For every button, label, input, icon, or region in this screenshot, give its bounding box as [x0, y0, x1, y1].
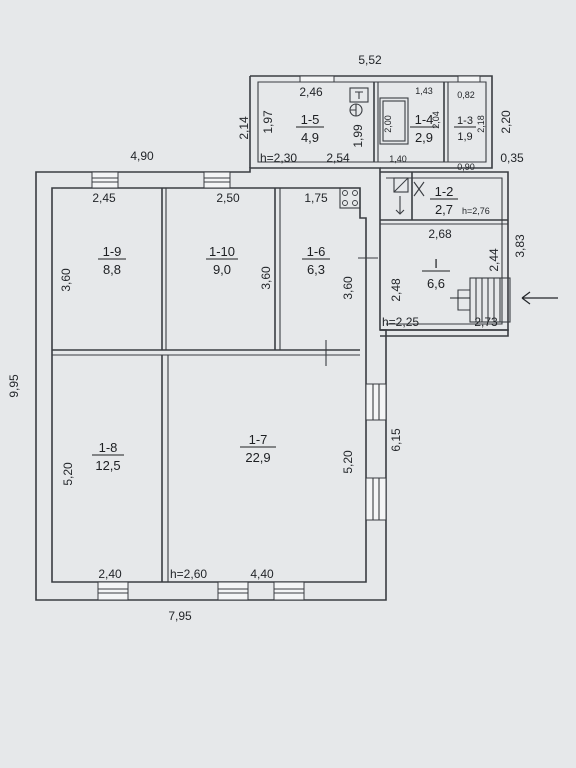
dim-3-60-b: 3,60 — [259, 266, 273, 290]
dim-9-95: 9,95 — [7, 374, 21, 398]
annex-walls — [249, 75, 493, 169]
room-area-I: 6,6 — [427, 276, 445, 291]
entrance-arrow-icon — [521, 291, 558, 305]
dim-7-95: 7,95 — [168, 609, 192, 623]
room-id-1-3: 1-3 — [457, 115, 473, 127]
dim-3-83: 3,83 — [513, 234, 527, 258]
room-id-I: I — [434, 256, 438, 271]
room-area-1-8: 12,5 — [95, 458, 120, 473]
room-area-1-4: 2,9 — [415, 130, 433, 145]
dim-3-60-a: 3,60 — [59, 268, 73, 292]
door-arrow-icon — [395, 196, 405, 215]
dim-2-46: 2,46 — [299, 85, 323, 99]
dim-6-15: 6,15 — [389, 428, 403, 452]
dim-4-40: 4,40 — [250, 567, 274, 581]
room-id-1-5: 1-5 — [301, 112, 320, 127]
dim-2-14: 2,14 — [237, 116, 251, 140]
dim-1-75: 1,75 — [304, 191, 328, 205]
room-id-1-10: 1-10 — [209, 244, 235, 259]
room-id-1-9: 1-9 — [103, 244, 122, 259]
dim-1-40: 1,40 — [389, 154, 407, 164]
dim-2-04: 2,04 — [431, 111, 441, 129]
room-labels: 1-9 8,8 1-10 9,0 1-6 6,3 1-8 12,5 1-7 22… — [92, 112, 476, 473]
dim-1-97: 1,97 — [261, 110, 275, 134]
dim-0-82: 0,82 — [457, 90, 475, 100]
sink-icon — [349, 87, 369, 103]
vent-icon — [413, 181, 425, 197]
room-area-1-6: 6,3 — [307, 262, 325, 277]
room-id-1-7: 1-7 — [249, 432, 268, 447]
gas-meter-icon — [393, 177, 409, 193]
room-area-1-2: 2,7 — [435, 202, 453, 217]
room-id-1-6: 1-6 — [307, 244, 326, 259]
veranda-walls — [380, 171, 558, 337]
room-area-1-10: 9,0 — [213, 262, 231, 277]
dim-2-48: 2,48 — [389, 278, 403, 302]
dim-2-54: 2,54 — [326, 151, 350, 165]
dim-2-00: 2,00 — [383, 115, 393, 133]
dim-5-20-b: 5,20 — [341, 450, 355, 474]
dim-h-2-76: h=2,76 — [462, 206, 490, 216]
windows — [91, 75, 481, 601]
dim-5-20-a: 5,20 — [61, 462, 75, 486]
dim-2-68: 2,68 — [428, 227, 452, 241]
dim-2-20: 2,20 — [499, 110, 513, 134]
dim-4-90: 4,90 — [130, 149, 154, 163]
dim-h-2-30: h=2,30 — [260, 151, 297, 165]
stove-icon — [339, 187, 361, 209]
entrance-stairs — [457, 277, 511, 323]
room-id-1-2: 1-2 — [435, 184, 454, 199]
dim-2-40: 2,40 — [98, 567, 122, 581]
room-area-1-3: 1,9 — [457, 131, 472, 143]
dim-2-44: 2,44 — [487, 248, 501, 272]
dim-5-52: 5,52 — [358, 53, 382, 67]
dim-2-45: 2,45 — [92, 191, 116, 205]
room-area-1-5: 4,9 — [301, 130, 319, 145]
main-house-walls — [35, 167, 387, 601]
dim-1-43: 1,43 — [415, 86, 433, 96]
dim-0-90: 0,90 — [457, 162, 475, 172]
dim-3-60-c: 3,60 — [341, 276, 355, 300]
room-id-1-4: 1-4 — [415, 112, 434, 127]
room-area-1-9: 8,8 — [103, 262, 121, 277]
dim-h-2-60: h=2,60 — [170, 567, 207, 581]
dim-1-99: 1,99 — [351, 124, 365, 148]
dim-2-73: 2,73 — [474, 315, 498, 329]
dim-2-18: 2,18 — [476, 115, 486, 133]
dim-h-2-25: h=2,25 — [382, 315, 419, 329]
dim-0-35: 0,35 — [500, 151, 524, 165]
dim-2-50: 2,50 — [216, 191, 240, 205]
room-id-1-8: 1-8 — [99, 440, 118, 455]
room-area-1-7: 22,9 — [245, 450, 270, 465]
dimension-labels: 5,52 4,90 2,46 2,14 1,97 1,99 h=2,30 2,5… — [7, 53, 527, 623]
